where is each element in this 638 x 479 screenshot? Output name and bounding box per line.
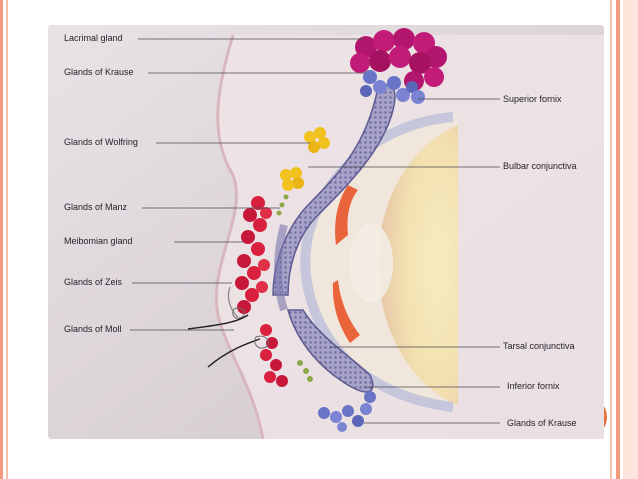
glands-of-zeis-and-moll bbox=[187, 286, 269, 368]
lens bbox=[349, 223, 393, 303]
eye-gland-diagram bbox=[48, 25, 604, 439]
wolfring-glands bbox=[280, 127, 330, 191]
krause-glands-bottom bbox=[318, 391, 376, 432]
label-glands-of-moll: Glands of Moll bbox=[64, 324, 122, 334]
label-glands-of-wolfring: Glands of Wolfring bbox=[64, 137, 138, 147]
tarsal-plate bbox=[274, 223, 288, 312]
label-bulbar-conjunctiva: Bulbar conjunctiva bbox=[503, 161, 577, 171]
manz-glands bbox=[276, 194, 289, 216]
meibomian-gland bbox=[235, 196, 272, 314]
label-lacrimal-gland: Lacrimal gland bbox=[64, 33, 123, 43]
krause-glands-top bbox=[360, 70, 425, 104]
label-glands-of-zeis: Glands of Zeis bbox=[64, 277, 123, 287]
label-glands-of-krause-top: Glands of Krause bbox=[64, 67, 134, 77]
label-glands-of-krause-bottom: Glands of Krause bbox=[507, 418, 577, 428]
leader-lines bbox=[130, 38, 500, 424]
label-glands-of-manz: Glands of Manz bbox=[64, 202, 128, 212]
left-accent-stripe bbox=[0, 0, 3, 479]
meibomian-gland-lower bbox=[260, 324, 288, 387]
lacrimal-gland-cluster bbox=[350, 28, 447, 91]
label-tarsal-conjunctiva: Tarsal conjunctiva bbox=[503, 341, 575, 351]
label-inferior-fornix: Inferior fornix bbox=[507, 381, 560, 391]
right-accent-band bbox=[623, 0, 638, 479]
conjunctiva-upper bbox=[272, 84, 396, 296]
manz-glands-lower bbox=[297, 360, 313, 382]
iris-upper bbox=[335, 185, 358, 245]
iris-lower bbox=[332, 280, 360, 343]
right-accent-stripe bbox=[616, 0, 620, 479]
eyelid-skin-shadow bbox=[215, 34, 265, 439]
cornea bbox=[378, 125, 458, 405]
label-meibomian-gland: Meibomian gland bbox=[64, 236, 133, 246]
left-accent-stripe-thin bbox=[6, 0, 8, 479]
label-superior-fornix: Superior fornix bbox=[503, 94, 562, 104]
right-accent-stripe-thin bbox=[610, 0, 612, 479]
